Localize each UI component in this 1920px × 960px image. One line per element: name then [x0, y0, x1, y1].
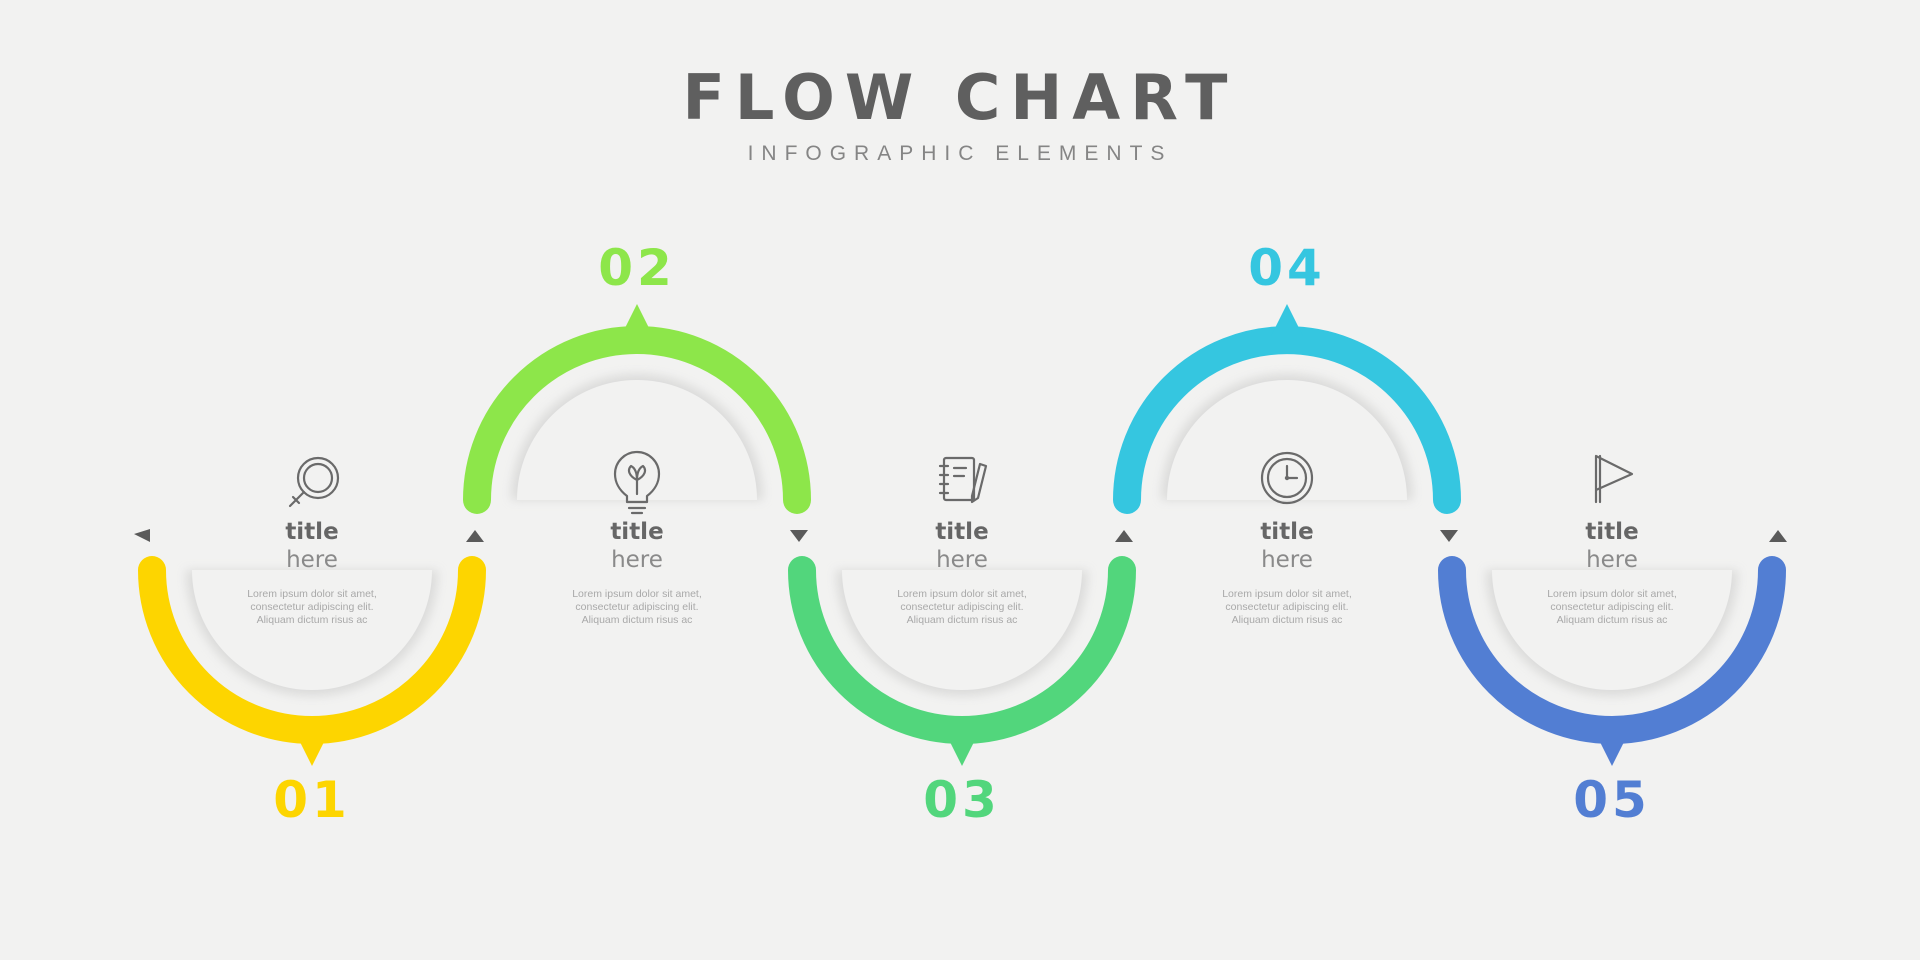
- header: FLOW CHART INFOGRAPHIC ELEMENTS: [0, 62, 1920, 168]
- step-number: 01: [273, 771, 351, 829]
- step-subtitle: here: [936, 547, 988, 573]
- step-03-pointer: [946, 734, 978, 766]
- step-04-arc: [1113, 326, 1461, 514]
- arc-hollows: [186, 374, 1738, 696]
- step-subtitle: here: [611, 547, 663, 573]
- step-number: 03: [923, 771, 1001, 829]
- direction-marker: [790, 530, 808, 542]
- direction-marker: [1115, 530, 1133, 542]
- step-description-line: consectetur adipiscing elit.: [1225, 601, 1349, 613]
- step-description-line: Aliquam dictum risus ac: [256, 614, 368, 626]
- direction-marker: [134, 529, 150, 542]
- step-04-arc-group: [1113, 304, 1461, 514]
- step-05-arc-group: [1438, 556, 1786, 766]
- page-subtitle: INFOGRAPHIC ELEMENTS: [747, 142, 1173, 165]
- direction-marker: [1769, 530, 1787, 542]
- direction-marker: [466, 530, 484, 542]
- step-number: 05: [1573, 771, 1651, 829]
- step-04-hollow: [1161, 374, 1413, 500]
- search-icon: [288, 456, 340, 508]
- step-description-line: Aliquam dictum risus ac: [1556, 614, 1668, 626]
- step-description: Lorem ipsum dolor sit amet,consectetur a…: [1187, 588, 1387, 627]
- direction-markers: [134, 529, 1787, 542]
- step-01-hollow: [186, 570, 438, 696]
- step-title: title: [285, 519, 339, 545]
- step-description-line: Aliquam dictum risus ac: [1231, 614, 1343, 626]
- step-description: Lorem ipsum dolor sit amet,consectetur a…: [212, 588, 412, 627]
- step-05-hollow: [1486, 570, 1738, 696]
- step-05-pointer: [1596, 734, 1628, 766]
- step-number: 04: [1248, 239, 1326, 297]
- step-description-line: Aliquam dictum risus ac: [906, 614, 1018, 626]
- step-description-line: consectetur adipiscing elit.: [1550, 601, 1674, 613]
- direction-marker: [1440, 530, 1458, 542]
- step-01-arc-group: [138, 556, 486, 766]
- lightbulb-icon: [613, 450, 661, 515]
- step-03-hollow: [836, 570, 1088, 696]
- step-icons: [288, 450, 1634, 515]
- step-title: title: [1585, 519, 1639, 545]
- clock-icon: [1260, 451, 1314, 505]
- step-description-line: Lorem ipsum dolor sit amet,: [572, 588, 702, 600]
- step-description: Lorem ipsum dolor sit amet,consectetur a…: [862, 588, 1062, 627]
- step-number: 02: [598, 239, 676, 297]
- step-title: title: [1260, 519, 1314, 545]
- step-02-pointer: [621, 304, 653, 336]
- page-title: FLOW CHART: [682, 61, 1238, 134]
- step-03-arc: [788, 556, 1136, 744]
- step-05-arc: [1438, 556, 1786, 744]
- step-description-line: consectetur adipiscing elit.: [250, 601, 374, 613]
- step-description-line: Lorem ipsum dolor sit amet,: [1222, 588, 1352, 600]
- step-01-pointer: [296, 734, 328, 766]
- step-subtitle: here: [286, 547, 338, 573]
- step-description: Lorem ipsum dolor sit amet,consectetur a…: [537, 588, 737, 627]
- step-subtitle: here: [1261, 547, 1313, 573]
- notebook-icon: [938, 456, 988, 504]
- step-01-arc: [138, 556, 486, 744]
- step-description-line: consectetur adipiscing elit.: [575, 601, 699, 613]
- step-02-arc: [463, 326, 811, 514]
- step-04-pointer: [1271, 304, 1303, 336]
- step-02-arc-group: [463, 304, 811, 514]
- arc-segments: [138, 304, 1786, 766]
- flag-icon: [1594, 454, 1634, 504]
- step-description-line: Lorem ipsum dolor sit amet,: [897, 588, 1027, 600]
- step-title: title: [610, 519, 664, 545]
- step-03-arc-group: [788, 556, 1136, 766]
- step-description-line: Aliquam dictum risus ac: [581, 614, 693, 626]
- step-description-line: consectetur adipiscing elit.: [900, 601, 1024, 613]
- step-description-line: Lorem ipsum dolor sit amet,: [247, 588, 377, 600]
- step-subtitle: here: [1586, 547, 1638, 573]
- step-title: title: [935, 519, 989, 545]
- step-description: Lorem ipsum dolor sit amet,consectetur a…: [1512, 588, 1712, 627]
- step-02-hollow: [511, 374, 763, 500]
- step-description-line: Lorem ipsum dolor sit amet,: [1547, 588, 1677, 600]
